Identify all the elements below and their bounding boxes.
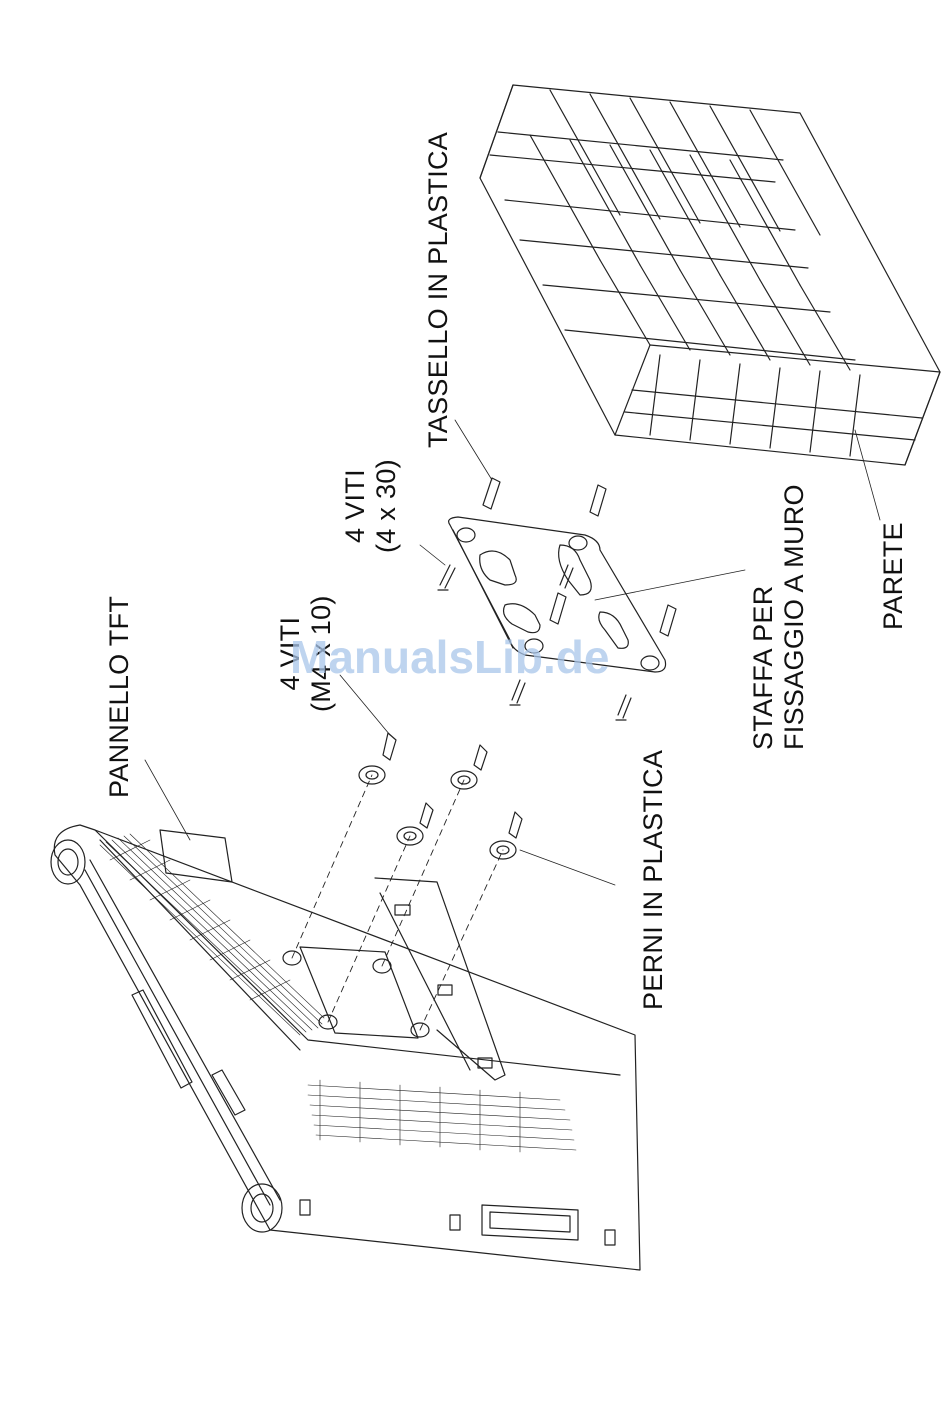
label-pannello-tft: PANNELLO TFT: [106, 596, 133, 798]
watermark: ManualsLib.de: [290, 630, 609, 684]
label-viti-4x30: 4 VITI (4 x 30): [340, 459, 402, 553]
label-viti-4x30-line1: 4 VITI: [340, 459, 371, 553]
label-staffa-line1: STAFFA PER: [748, 484, 779, 750]
brick-wall: [480, 85, 940, 465]
label-viti-4x30-line2: (4 x 30): [371, 459, 402, 553]
alignment-lines: [292, 775, 503, 1030]
label-perni-plastica: PERNI IN PLASTICA: [640, 750, 667, 1010]
label-staffa-fissaggio: STAFFA PER FISSAGGIO A MURO: [748, 484, 810, 750]
label-staffa-line2: FISSAGGIO A MURO: [779, 484, 810, 750]
label-tassello-plastica: TASSELLO IN PLASTICA: [425, 132, 452, 448]
spacers-and-screws: [359, 733, 522, 859]
tft-panel: [51, 825, 640, 1270]
vent-grille: [100, 834, 576, 1152]
plastic-anchors: [483, 478, 676, 636]
label-parete: PARETE: [880, 522, 907, 630]
